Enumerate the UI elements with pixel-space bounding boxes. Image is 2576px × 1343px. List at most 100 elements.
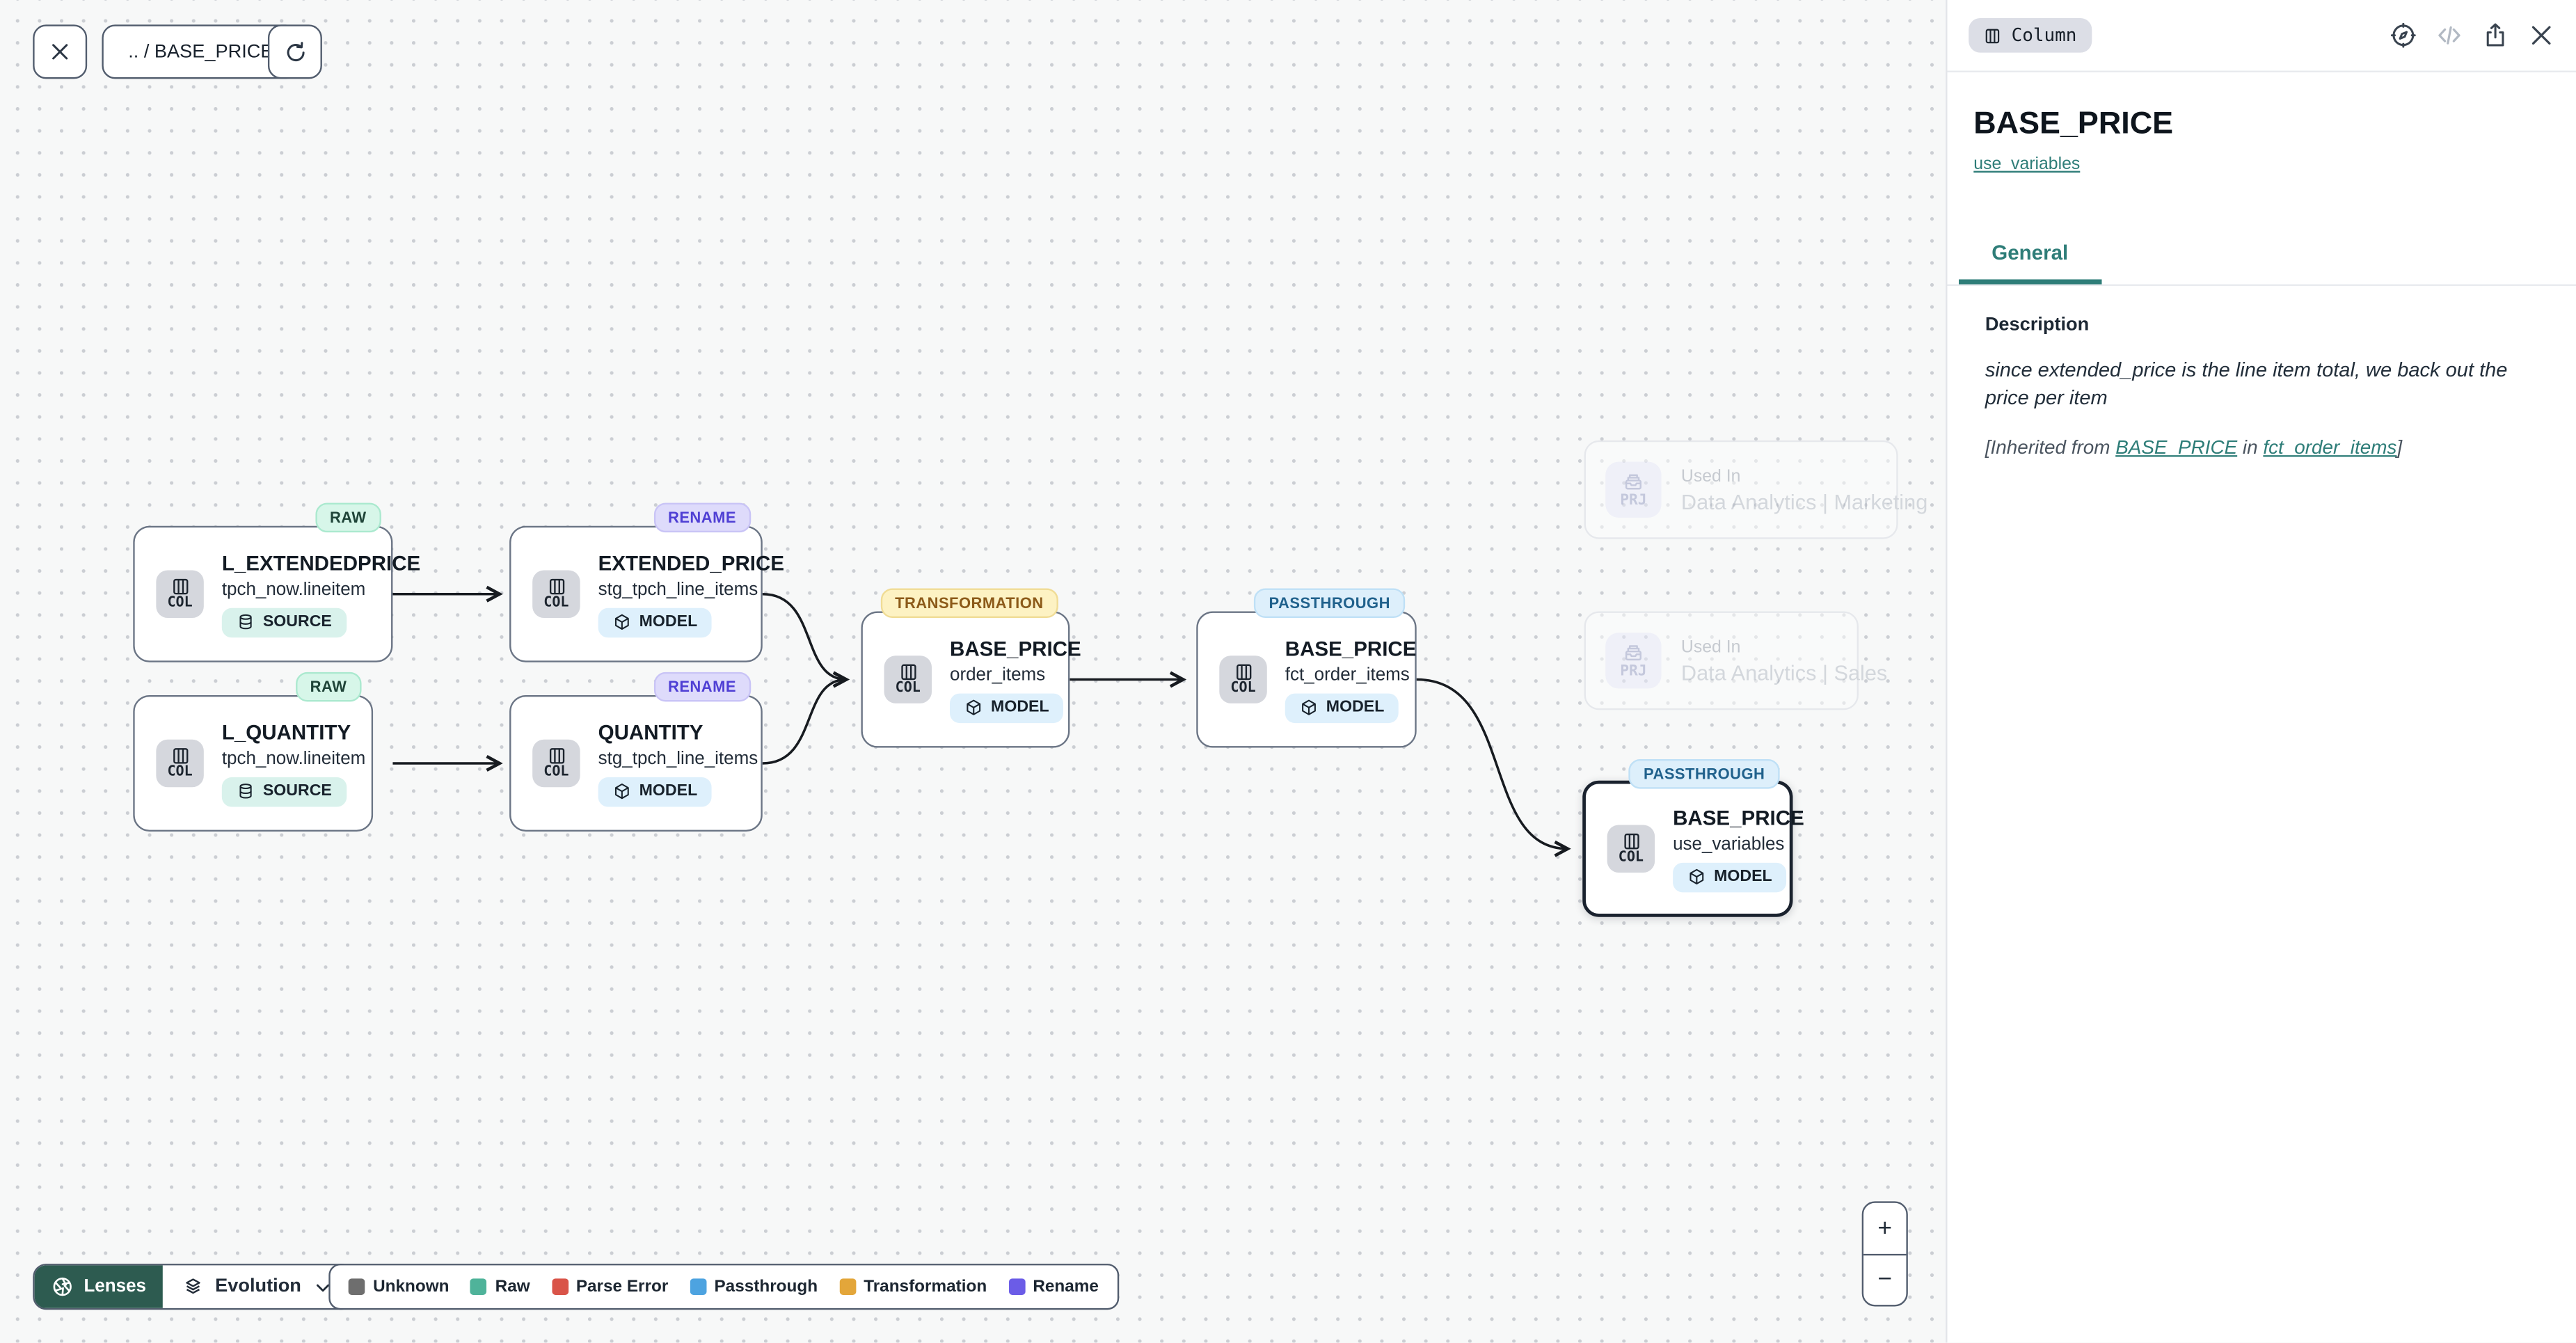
node-title: L_QUANTITY — [221, 720, 351, 744]
legend-item-parse-error: Parse Error — [551, 1278, 668, 1296]
used-in-project: Data Analytics | Marketing — [1680, 488, 1928, 514]
entity-pill-model: MODEL — [598, 776, 713, 806]
cube-icon — [967, 699, 981, 715]
node-subtitle: order_items — [950, 665, 1046, 685]
tray-stack-icon — [1625, 645, 1642, 661]
panel-body: Description since extended_price is the … — [1947, 286, 2576, 459]
database-icon — [239, 784, 252, 799]
inherited-note: [Inherited from BASE_PRICE in fct_order_… — [1985, 435, 2403, 459]
lens-badge-passthrough: PASSTHROUGH — [1254, 588, 1406, 618]
lenses-control: Lenses Evolution — [33, 1264, 356, 1310]
column-chip: COL — [884, 655, 932, 704]
zoom-controls: + − — [1861, 1201, 1908, 1307]
refresh-icon — [282, 38, 308, 65]
layers-icon — [186, 1278, 200, 1294]
used-in-project: Data Analytics | Sales — [1680, 660, 1888, 685]
zoom-in-button[interactable]: + — [1863, 1203, 1907, 1255]
node-quantity[interactable]: RENAME COL QUANTITY stg_tpch_line_items … — [509, 672, 763, 832]
node-base-price-fct-order-items[interactable]: PASSTHROUGH COL BASE_PRICE fct_order_ite… — [1196, 588, 1417, 748]
column-chip: COL — [1219, 655, 1267, 704]
lineage-edges — [392, 585, 1571, 857]
entity-pill-model: MODEL — [1285, 692, 1399, 722]
node-title: EXTENDED_PRICE — [598, 551, 785, 575]
lens-badge-transformation: TRANSFORMATION — [880, 588, 1058, 618]
node-title: QUANTITY — [598, 720, 703, 744]
column-chip: COL — [156, 570, 204, 618]
node-l-extendedprice[interactable]: RAW COL L_EXTENDEDPRICE tpch_now.lineite… — [133, 502, 420, 662]
panel-tabs: General — [1947, 230, 2576, 286]
node-base-price-order-items[interactable]: TRANSFORMATION COL BASE_PRICE order_item… — [861, 588, 1081, 748]
legend-swatch — [551, 1278, 569, 1295]
cube-icon — [1689, 868, 1704, 885]
node-subtitle: stg_tpch_line_items — [598, 579, 758, 599]
breadcrumb-label: .. / BASE_PRICE — [128, 42, 273, 62]
node-extended-price[interactable]: RENAME COL EXTENDED_PRICE stg_tpch_line_… — [509, 502, 784, 662]
legend-item-passthrough: Passthrough — [690, 1278, 818, 1296]
column-icon — [1985, 28, 2000, 43]
aperture-icon — [53, 1277, 72, 1296]
panel-title: BASE_PRICE — [1973, 106, 2174, 142]
cube-icon — [614, 784, 629, 800]
used-in-card-marketing[interactable]: PRJ Used In Data Analytics | Marketing — [1584, 440, 1927, 539]
lenses-label: Lenses — [84, 1276, 146, 1297]
breadcrumb[interactable]: .. / BASE_PRICE — [102, 24, 300, 79]
lens-badge-rename: RENAME — [653, 672, 752, 702]
close-lineage-button[interactable] — [33, 24, 88, 79]
legend-swatch — [690, 1278, 706, 1295]
tab-general[interactable]: General — [1959, 230, 2101, 285]
column-chip: COL — [156, 739, 204, 788]
column-chip: COL — [532, 739, 580, 788]
edge-fctorderitems-usevariables — [1416, 678, 1571, 857]
close-icon — [2531, 26, 2551, 45]
cube-icon — [1302, 699, 1316, 715]
legend-item-raw: Raw — [470, 1278, 530, 1296]
used-in-card-sales[interactable]: PRJ Used In Data Analytics | Sales — [1584, 611, 1887, 710]
inherited-model-link[interactable]: fct_order_items — [2263, 435, 2397, 459]
lens-badge-rename: RENAME — [653, 502, 752, 533]
compass-icon — [2390, 22, 2416, 48]
entity-pill-model: MODEL — [598, 607, 713, 637]
view-code-button[interactable] — [2435, 22, 2463, 49]
lineage-canvas[interactable]: .. / BASE_PRICE RAW COL L_EXTENDEDPRICE … — [0, 0, 1946, 1343]
edge-quantity-baseprice — [762, 671, 850, 765]
share-button[interactable] — [2481, 22, 2509, 49]
used-in-label: Used In — [1680, 466, 1741, 486]
legend-swatch — [348, 1278, 365, 1295]
chevron-down-icon — [317, 1283, 330, 1292]
lenses-button[interactable]: Lenses — [34, 1265, 163, 1308]
zoom-out-button[interactable]: − — [1877, 1266, 1893, 1294]
node-subtitle: tpch_now.lineitem — [221, 579, 366, 599]
lens-badge-raw: RAW — [295, 672, 362, 702]
refresh-button[interactable] — [267, 24, 322, 79]
inherited-column-link[interactable]: BASE_PRICE — [2115, 435, 2238, 459]
node-title: BASE_PRICE — [1285, 637, 1417, 660]
project-chip: PRJ — [1605, 633, 1662, 689]
node-subtitle: fct_order_items — [1285, 665, 1410, 685]
database-icon — [239, 614, 252, 630]
cube-icon — [614, 614, 629, 630]
explore-lineage-compass-button[interactable] — [2390, 22, 2417, 49]
node-subtitle: stg_tpch_line_items — [598, 748, 758, 769]
code-icon — [2438, 26, 2460, 45]
legend-swatch — [838, 1278, 856, 1295]
legend-swatch — [470, 1278, 487, 1295]
entity-pill-source: SOURCE — [221, 776, 347, 806]
entity-pill-model: MODEL — [950, 692, 1064, 722]
node-l-quantity[interactable]: RAW COL L_QUANTITY tpch_now.lineitem SOU… — [133, 672, 374, 832]
legend-item-rename: Rename — [1008, 1278, 1099, 1296]
lens-badge-raw: RAW — [315, 502, 381, 533]
node-title: BASE_PRICE — [1673, 806, 1804, 829]
node-base-price-use-variables[interactable]: PASSTHROUGH COL BASE_PRICE use_variables… — [1582, 759, 1804, 917]
lens-legend: Unknown Raw Parse Error Passthrough Tran… — [328, 1264, 1119, 1310]
column-chip: COL — [1607, 825, 1655, 873]
used-in-label: Used In — [1680, 637, 1741, 657]
model-link[interactable]: use_variables — [1973, 154, 2081, 175]
lens-selector[interactable]: Evolution — [163, 1265, 354, 1308]
node-title: L_EXTENDEDPRICE — [221, 551, 421, 575]
tray-stack-icon — [1625, 474, 1642, 490]
legend-swatch — [1008, 1278, 1025, 1295]
close-panel-button[interactable] — [2527, 22, 2555, 49]
legend-item-transformation: Transformation — [838, 1278, 987, 1296]
legend-item-unknown: Unknown — [348, 1278, 450, 1296]
